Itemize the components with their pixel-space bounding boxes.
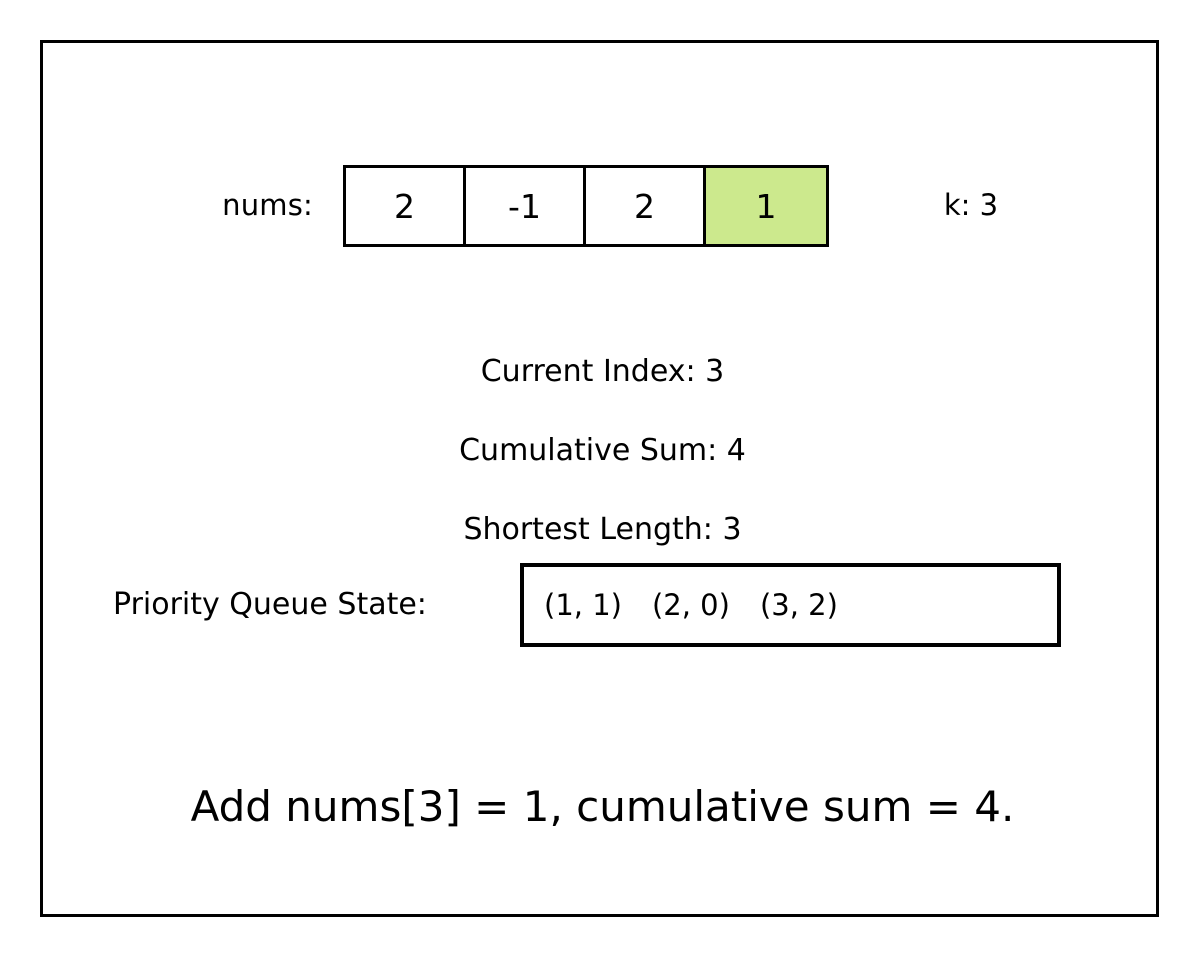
priority-queue-entries: (1, 1) (2, 0) (3, 2)	[544, 585, 838, 625]
array-cell-1: -1	[466, 168, 586, 244]
current-index-text: Current Index: 3	[480, 354, 725, 389]
shortest-length-text: Shortest Length: 3	[463, 512, 742, 547]
step-caption: Add nums[3] = 1, cumulative sum = 4.	[190, 782, 1015, 831]
k-value-label: k: 3	[943, 188, 999, 222]
array-cell-2: 2	[586, 168, 706, 244]
array-cell-0: 2	[346, 168, 466, 244]
cumulative-sum-text: Cumulative Sum: 4	[459, 433, 746, 468]
nums-array-row: nums: 2 -1 2 1 k: 3	[43, 165, 1162, 247]
priority-queue-label: Priority Queue State:	[113, 587, 427, 622]
slide-frame: nums: 2 -1 2 1 k: 3 Current Index: 3 Cum…	[40, 40, 1159, 917]
priority-queue-row: Priority Queue State: (1, 1) (2, 0) (3, …	[43, 563, 1162, 647]
array-cell-3-highlighted: 1	[706, 168, 826, 244]
priority-queue-entry-0: (1, 1)	[544, 588, 622, 622]
priority-queue-box: (1, 1) (2, 0) (3, 2)	[520, 563, 1061, 647]
nums-label: nums:	[222, 188, 313, 222]
nums-array: 2 -1 2 1	[343, 165, 829, 247]
priority-queue-entry-1: (2, 0)	[651, 588, 730, 622]
priority-queue-entry-2: (3, 2)	[759, 588, 838, 622]
